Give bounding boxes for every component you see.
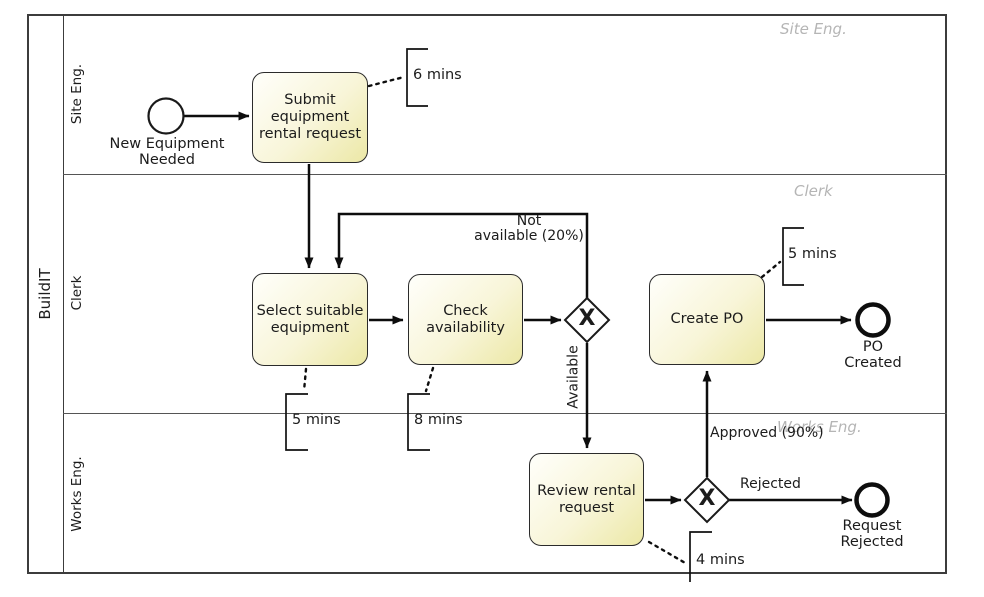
lane-divider-site-clerk xyxy=(63,174,947,175)
annotation-5-mins-select: 5 mins xyxy=(292,412,341,428)
task-label-line: Check xyxy=(443,302,488,319)
annotation-4-mins: 4 mins xyxy=(696,552,745,568)
flow-label-line: Not xyxy=(516,213,542,229)
end-event-label-line: Created xyxy=(844,354,902,371)
pool-label-band-divider xyxy=(63,14,64,574)
flow-not-available-loop xyxy=(334,212,589,298)
task-label-line: request xyxy=(558,499,615,516)
end-event-request-rejected-label: Request Rejected xyxy=(832,518,912,550)
start-event-circle xyxy=(147,97,185,135)
annotation-bracket-5-mins-create-po xyxy=(782,227,804,286)
task-check-availability: Check availability xyxy=(408,274,523,365)
gateway-approval-x-symbol: X xyxy=(698,486,716,512)
end-event-po-created-label: PO Created xyxy=(833,339,913,371)
flow-label-line: available (20%) xyxy=(474,228,584,244)
task-submit-equipment-rental-request: Submit equipment rental request xyxy=(252,72,368,163)
task-create-po: Create PO xyxy=(649,274,765,365)
task-select-suitable-equipment: Select suitable equipment xyxy=(252,273,368,366)
flow-label-rejected: Rejected xyxy=(740,476,801,492)
end-event-label-line: PO xyxy=(862,339,884,355)
task-label-line: availability xyxy=(426,319,505,336)
annotation-bracket-6-mins xyxy=(406,48,428,107)
association-check-duration xyxy=(424,366,435,393)
end-event-request-rejected-circle xyxy=(854,482,890,518)
association-create-po-duration xyxy=(760,260,782,279)
gateway-availability-x-symbol: X xyxy=(578,306,596,332)
start-event-label-line: Needed xyxy=(138,151,196,168)
end-event-label-line: Rejected xyxy=(840,533,904,550)
lane-divider-clerk-works xyxy=(63,413,947,414)
association-submit-duration xyxy=(367,75,406,88)
lane-corner-label-works-eng: Works Eng. xyxy=(777,418,862,436)
pool-buildit xyxy=(27,14,947,574)
flow-label-approved: Approved (90%) xyxy=(710,425,824,441)
task-label-line: Create PO xyxy=(670,311,744,328)
xor-gateway-approval xyxy=(683,476,731,524)
task-label-line: Submit xyxy=(284,92,336,109)
xor-gateway-availability xyxy=(563,296,611,344)
task-label-line: rental request xyxy=(258,125,362,142)
lane-corner-label-clerk: Clerk xyxy=(794,182,833,200)
start-event-label-line: New Equipment xyxy=(109,136,225,152)
annotation-bracket-8-mins xyxy=(407,393,430,451)
task-label-line: Select suitable xyxy=(256,302,364,319)
task-label-line: equipment xyxy=(270,109,350,126)
association-select-duration xyxy=(302,367,308,393)
flow-label-not-available: Not available (20%) xyxy=(469,214,589,244)
start-event-label: New Equipment Needed xyxy=(97,136,237,168)
annotation-5-mins-create-po: 5 mins xyxy=(788,246,837,262)
annotation-bracket-4-mins xyxy=(689,531,712,582)
end-event-label-line: Request xyxy=(842,518,902,534)
flow-label-available: Available xyxy=(565,345,582,409)
lane-corner-label-site-eng: Site Eng. xyxy=(780,20,847,38)
annotation-8-mins: 8 mins xyxy=(414,412,463,428)
annotation-6-mins: 6 mins xyxy=(413,67,462,83)
task-label-line: Review rental xyxy=(537,482,636,499)
association-review-duration xyxy=(647,540,689,566)
annotation-bracket-5-mins-select xyxy=(285,393,308,451)
task-review-rental-request: Review rental request xyxy=(529,453,644,546)
task-label-line: equipment xyxy=(270,319,350,336)
end-event-po-created-circle xyxy=(855,302,891,338)
